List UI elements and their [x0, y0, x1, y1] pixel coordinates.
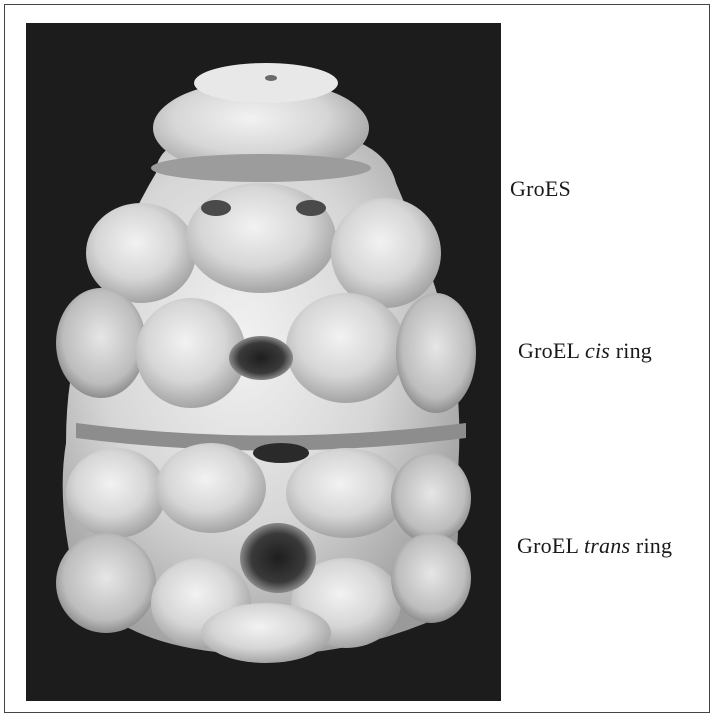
chaperonin-complex-image: [26, 23, 501, 701]
groel-cis-ring-label: GroEL cis ring: [518, 338, 652, 364]
groes-label-text: GroES: [510, 176, 571, 201]
cis-label-suffix: ring: [610, 338, 652, 363]
cis-label-italic: cis: [585, 338, 610, 363]
trans-label-suffix: ring: [630, 533, 672, 558]
chaperonin-complex-render: [26, 23, 501, 701]
groel-trans-ring-label: GroEL trans ring: [517, 533, 672, 559]
groes-label: GroES: [510, 176, 571, 202]
trans-label-italic: trans: [584, 533, 630, 558]
trans-label-prefix: GroEL: [517, 533, 584, 558]
figure-frame: GroES GroEL cis ring GroEL trans ring: [4, 4, 710, 713]
cis-label-prefix: GroEL: [518, 338, 585, 363]
